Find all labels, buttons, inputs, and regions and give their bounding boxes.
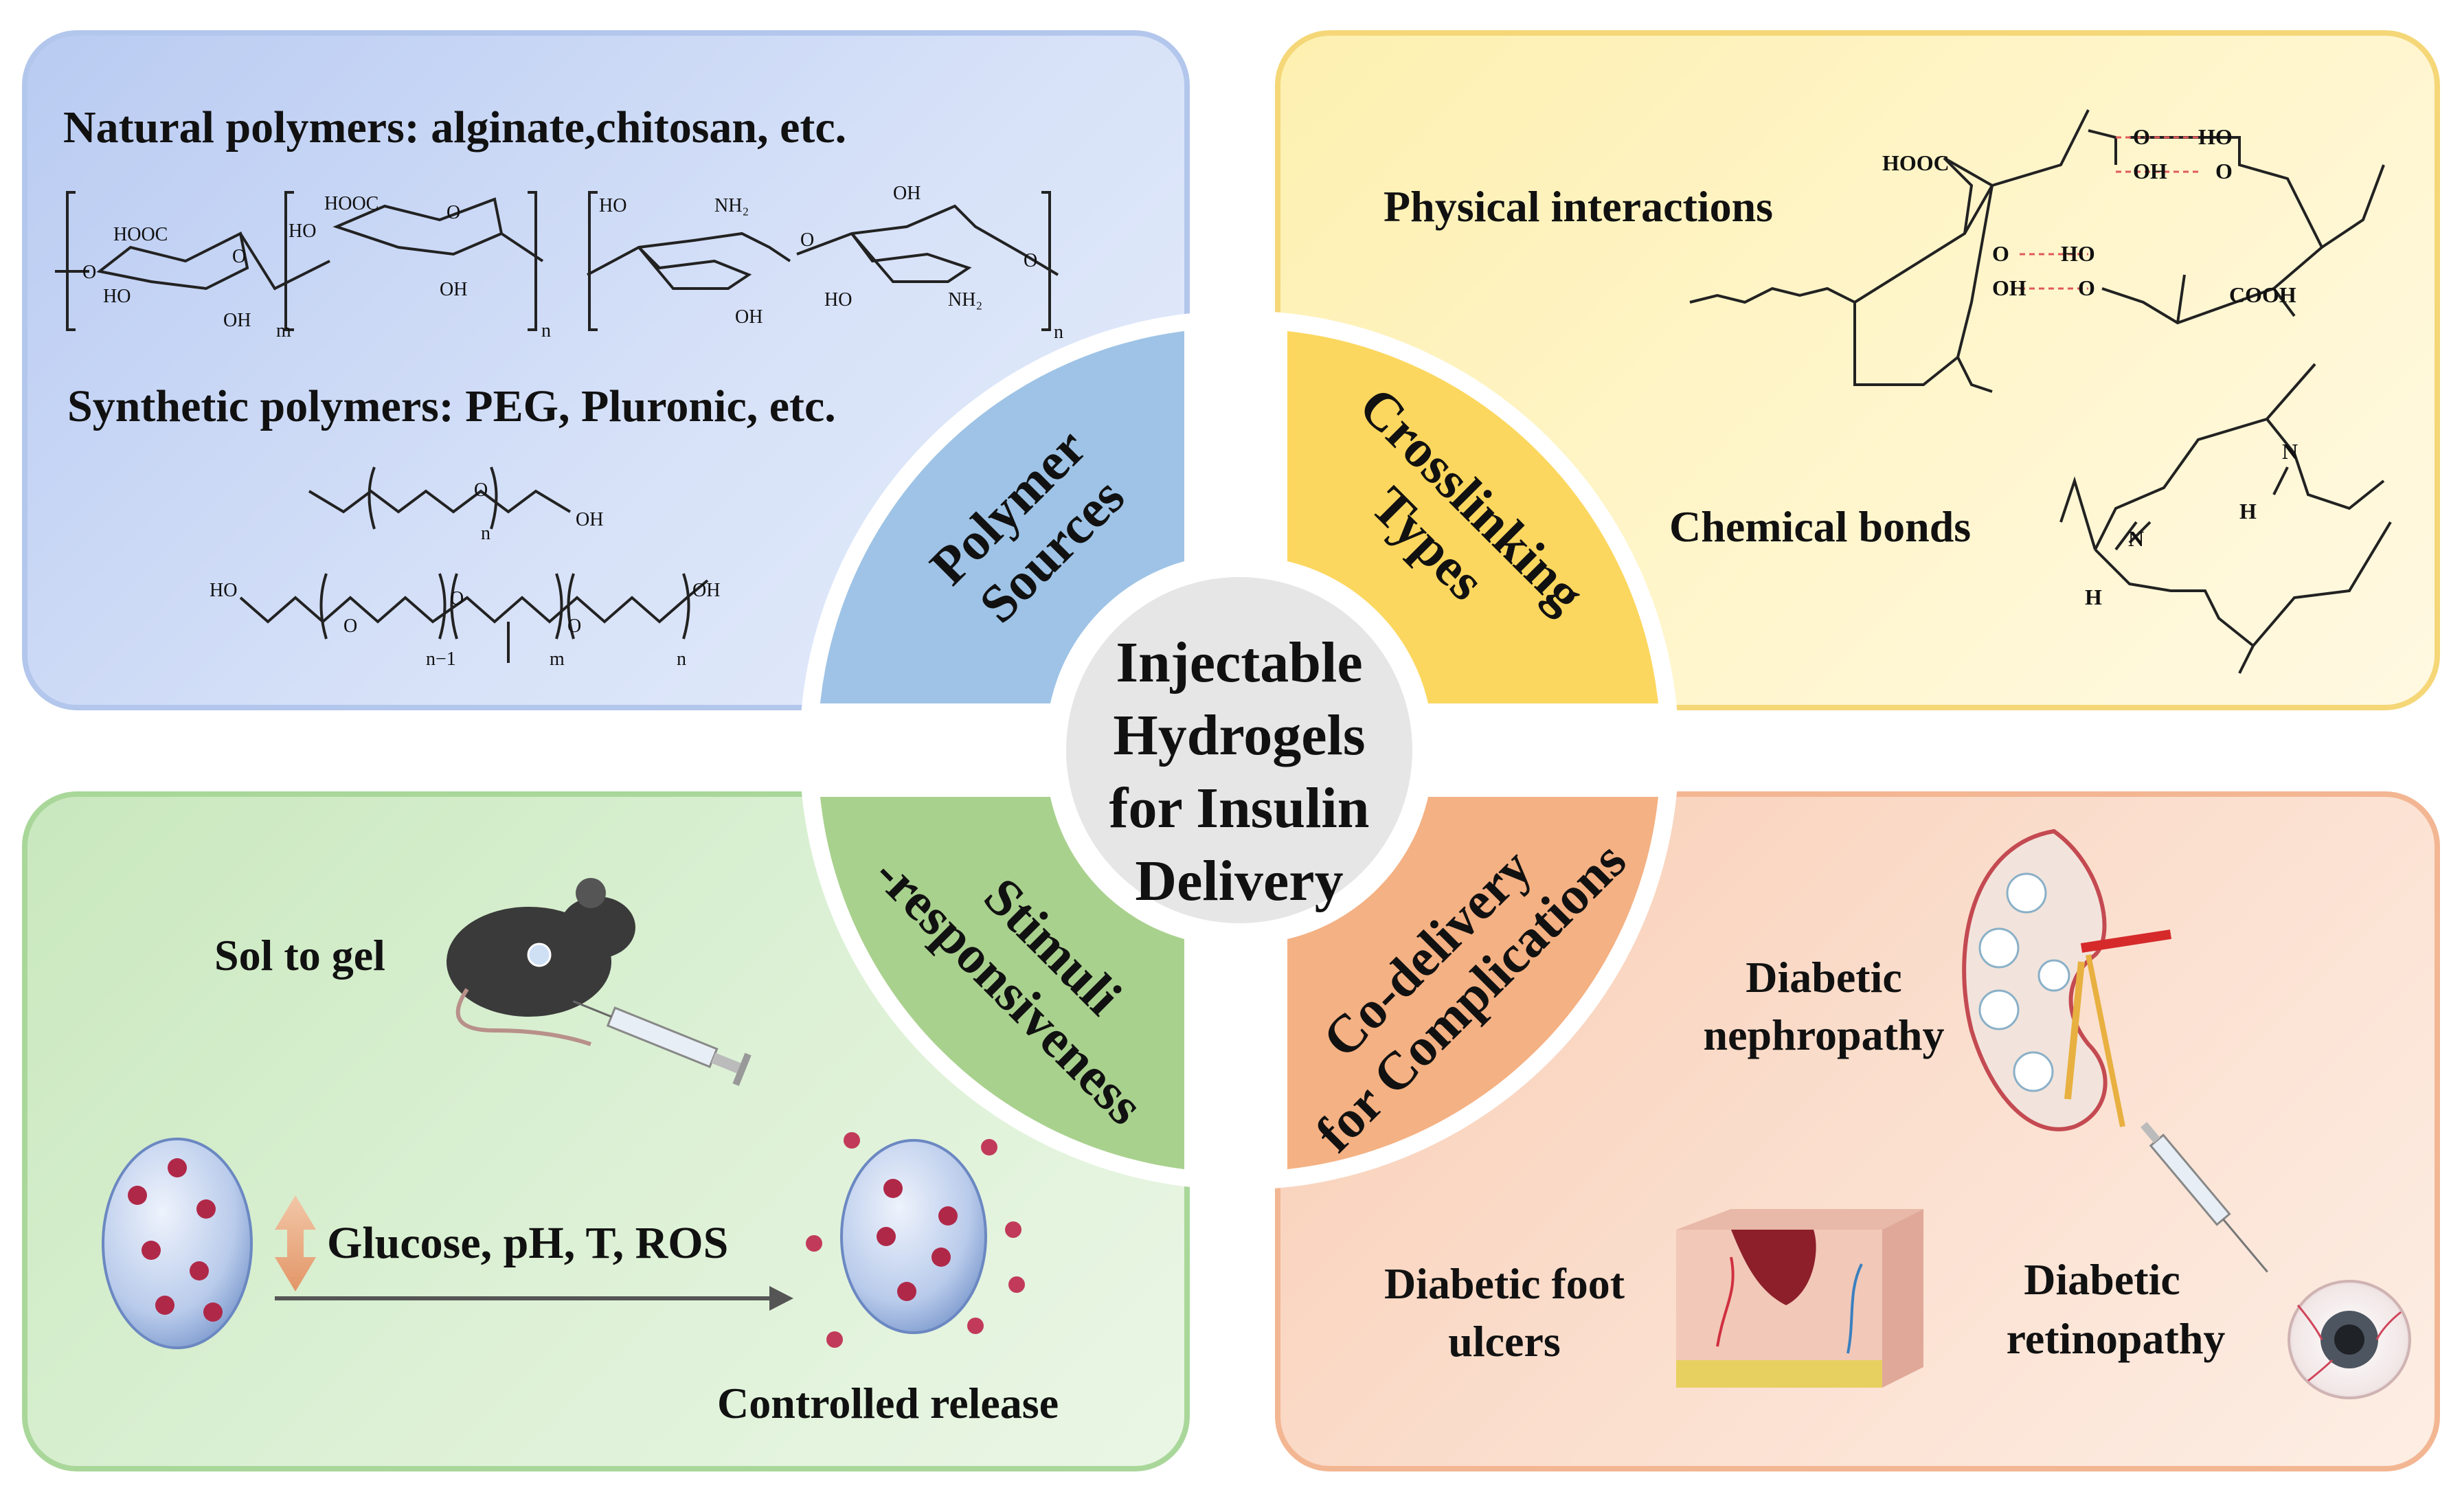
alginate-oh-1: OH: [223, 310, 251, 331]
mouse-illustration: [447, 878, 635, 1046]
retinopathy-label-line1: Diabetic: [2024, 1255, 2180, 1304]
peg-n: n: [481, 523, 490, 544]
pluronic-n: n: [677, 648, 686, 670]
natural-polymers-label: Natural polymers: alginate,chitosan, etc…: [63, 102, 847, 153]
physical-o-1: O: [2133, 124, 2150, 149]
physical-interactions-label: Physical interactions: [1384, 182, 1774, 231]
physical-hooc: HOOC: [1882, 150, 1950, 175]
physical-ho-2: HO: [2061, 241, 2095, 266]
hydrogel-before: [102, 1138, 253, 1349]
chitosan-o-1: O: [800, 229, 814, 251]
controlled-release-label: Controlled release: [717, 1379, 1059, 1428]
release-arrow-icon: [275, 1286, 793, 1311]
alginate-ho-2: HO: [289, 221, 316, 242]
physical-o-2: O: [2215, 159, 2233, 183]
chemical-bonds-label: Chemical bonds: [1669, 502, 1972, 551]
pluronic-structure: HO O O O OH n−1 m n: [210, 573, 720, 670]
kidney-illustration: [1962, 828, 2172, 1131]
chitosan-n: n: [1054, 321, 1063, 343]
physical-o-4: O: [2078, 275, 2095, 300]
pluronic-o-3: O: [567, 616, 581, 637]
physical-oh-1: OH: [2133, 159, 2167, 183]
chemical-h-2: H: [2085, 585, 2102, 609]
foot-ulcers-label-line2: ulcers: [1448, 1317, 1561, 1366]
retina-syringe-icon: [2141, 1122, 2268, 1273]
physical-interactions-structure: HOOC O HO OH O O HO OH O COOH: [1689, 109, 2385, 393]
polymer-sources-wedge: [820, 331, 1184, 703]
alginate-hooc-2: HOOC: [324, 193, 379, 214]
physical-ho-1: HO: [2198, 124, 2233, 149]
alginate-o-1: O: [82, 262, 96, 283]
chitosan-structure: HO NH₂ OH O OH HO NH₂ O n: [587, 183, 1063, 343]
alginate-ho-1: HO: [103, 286, 131, 307]
peg-oh: OH: [576, 509, 603, 530]
alginate-hooc-1: HOOC: [113, 224, 168, 245]
chitosan-nh2-2: NH₂: [948, 289, 982, 311]
chitosan-ho-2: HO: [824, 289, 852, 311]
bidirectional-arrow-icon: [275, 1195, 316, 1291]
chitosan-oh-1: OH: [735, 306, 763, 328]
hydrogel-after: [806, 1132, 1025, 1348]
pluronic-o-1: O: [343, 616, 357, 637]
physical-o-3: O: [1992, 241, 2009, 266]
pluronic-ho: HO: [210, 580, 237, 601]
chemical-bonds-structure: N H N H: [2059, 363, 2392, 674]
stimuli-label: Glucose, pH, T, ROS: [327, 1218, 729, 1268]
alginate-m: m: [276, 320, 291, 341]
co-delivery-wedge: [1287, 797, 1658, 1169]
alginate-o-2: O: [232, 246, 246, 267]
center-circle: [1066, 577, 1412, 923]
center-title-line4: Delivery: [1135, 849, 1343, 913]
chemical-n-2: N: [2128, 526, 2144, 551]
pluronic-oh: OH: [692, 580, 720, 601]
chitosan-nh2-1: NH₂: [714, 195, 749, 216]
pluronic-o-2: O: [450, 588, 464, 609]
chemical-h-1: H: [2239, 499, 2257, 523]
peg-o: O: [474, 479, 488, 501]
synthetic-polymers-label: Synthetic polymers: PEG, Pluronic, etc.: [67, 381, 836, 431]
center-title-line2: Hydrogels: [1113, 703, 1365, 767]
nephropathy-label-line2: nephropathy: [1703, 1011, 1945, 1059]
pluronic-m: m: [550, 648, 565, 670]
physical-oh-2: OH: [1992, 275, 2026, 300]
physical-cooh: COOH: [2229, 282, 2296, 307]
chitosan-ho-1: HO: [599, 195, 626, 216]
center-title-line1: Injectable: [1116, 631, 1362, 695]
alginate-n: n: [541, 320, 551, 341]
chitosan-oh-2: OH: [893, 183, 921, 204]
alginate-o-3: O: [447, 202, 460, 223]
alginate-oh-2: OH: [440, 279, 467, 300]
skin-ulcer-illustration: [1676, 1209, 1923, 1388]
crosslinking-types-wedge: [1287, 331, 1658, 703]
eye-illustration: [2288, 1280, 2411, 1399]
pluronic-n1: n−1: [426, 648, 456, 670]
alginate-structure: HOOC O HO OH O HOOC HO OH O m n: [55, 191, 551, 341]
syringe-icon: [572, 1000, 752, 1086]
nephropathy-label-line1: Diabetic: [1746, 953, 1902, 1002]
chemical-n-1: N: [2282, 439, 2298, 464]
foot-ulcers-label-line1: Diabetic foot: [1384, 1259, 1625, 1308]
retinopathy-label-line2: retinopathy: [2006, 1314, 2226, 1363]
stimuli-responsiveness-wedge: [820, 797, 1184, 1169]
sol-to-gel-label: Sol to gel: [214, 931, 385, 980]
center-title-line3: for Insulin: [1109, 776, 1370, 840]
peg-structure: O OH n: [308, 466, 603, 544]
chitosan-o-2: O: [1024, 250, 1037, 271]
